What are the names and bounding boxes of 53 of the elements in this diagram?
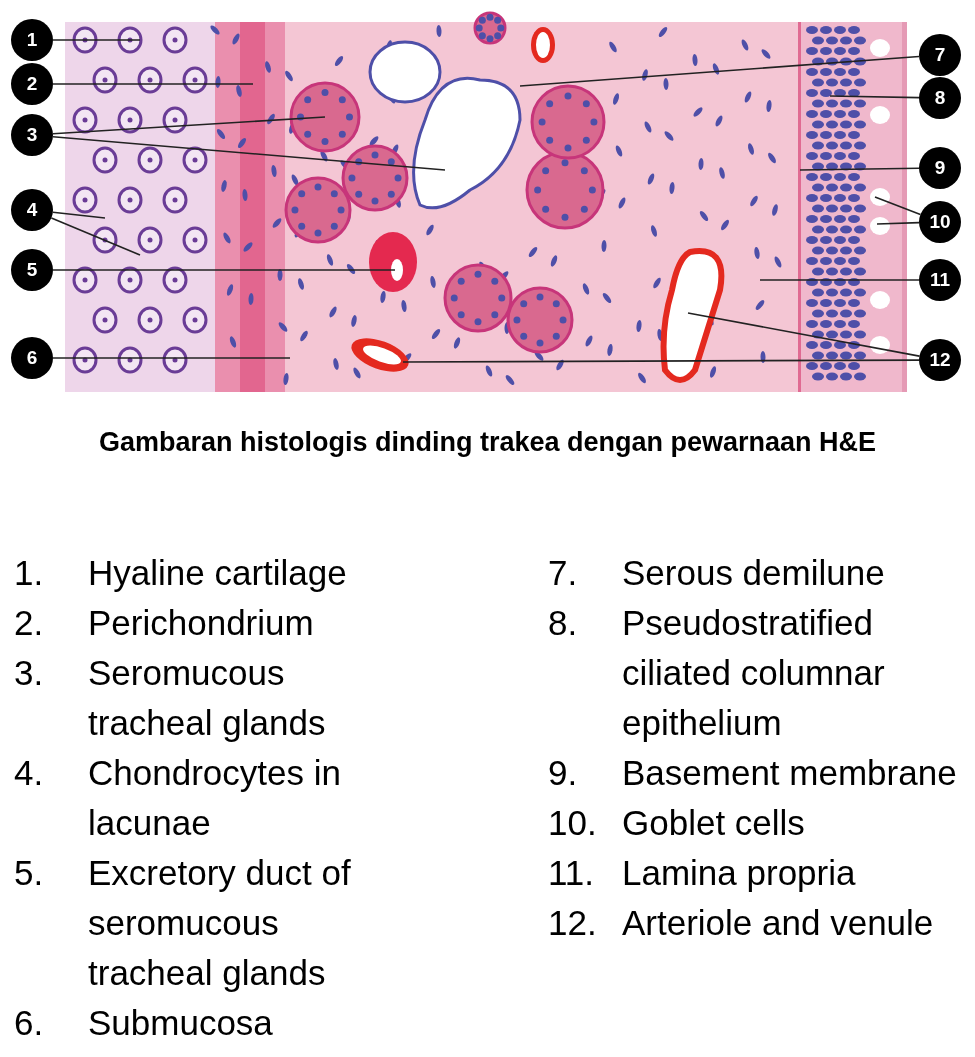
legend-text: Lamina propria (622, 852, 857, 894)
leader-line (799, 167, 920, 171)
figure-caption: Gambaran histologis dinding trakea dengan pewarnaan H&E (97, 426, 878, 459)
callout-number: 3 (11, 114, 53, 156)
list-number: 11. (548, 852, 596, 894)
callout-number: 4 (11, 189, 53, 231)
callout-number: 1 (11, 19, 53, 61)
legend-text: Submucosa (88, 1002, 274, 1044)
list-number: 12. (548, 902, 598, 944)
leader-line (52, 83, 254, 85)
leader-line (874, 196, 922, 216)
list-number: 8. (548, 602, 579, 644)
callout-number: 6 (11, 337, 53, 379)
leader-line (876, 221, 920, 225)
list-number: 3. (14, 652, 45, 694)
leader-line (50, 217, 141, 256)
legend-text: Seromucous tracheal glands (88, 652, 327, 744)
leader-line (687, 312, 921, 357)
callout-number: 8 (919, 77, 961, 119)
callout-number: 2 (11, 63, 53, 105)
list-number: 2. (14, 602, 45, 644)
callout-number: 7 (919, 34, 961, 76)
list-number: 1. (14, 552, 45, 594)
leader-line (52, 39, 141, 41)
leader-line (52, 269, 396, 271)
leader-line (52, 211, 106, 219)
leader-line (52, 135, 446, 171)
callout-number: 9 (919, 147, 961, 189)
leader-line (519, 55, 920, 87)
list-number: 9. (548, 752, 579, 794)
legend-text: Serous demilune (622, 552, 886, 594)
list-number: 6. (14, 1002, 45, 1044)
legend-text: Arteriole and venule (622, 902, 935, 944)
callout-number: 10 (919, 201, 961, 243)
leader-line (759, 279, 920, 281)
legend-text: Perichondrium (88, 602, 315, 644)
legend-text: Basement membrane (622, 752, 958, 794)
leader-line (829, 95, 920, 99)
leader-line (402, 359, 920, 363)
legend-text: Excretory duct of seromucous tracheal glands (88, 852, 352, 994)
legend-text: Hyaline cartilage (88, 552, 348, 594)
leader-line (52, 357, 291, 359)
legend-text: Pseudostratified ciliated columnar epithelium (622, 602, 886, 744)
list-number: 4. (14, 752, 45, 794)
list-number: 10. (548, 802, 598, 844)
list-number: 5. (14, 852, 45, 894)
legend-text: Goblet cells (622, 802, 806, 844)
callout-number: 12 (919, 339, 961, 381)
list-number: 7. (548, 552, 579, 594)
callout-number: 11 (919, 259, 961, 301)
legend-text: Chondrocytes in lacunae (88, 752, 342, 844)
callout-number: 5 (11, 249, 53, 291)
leader-line (52, 116, 326, 135)
